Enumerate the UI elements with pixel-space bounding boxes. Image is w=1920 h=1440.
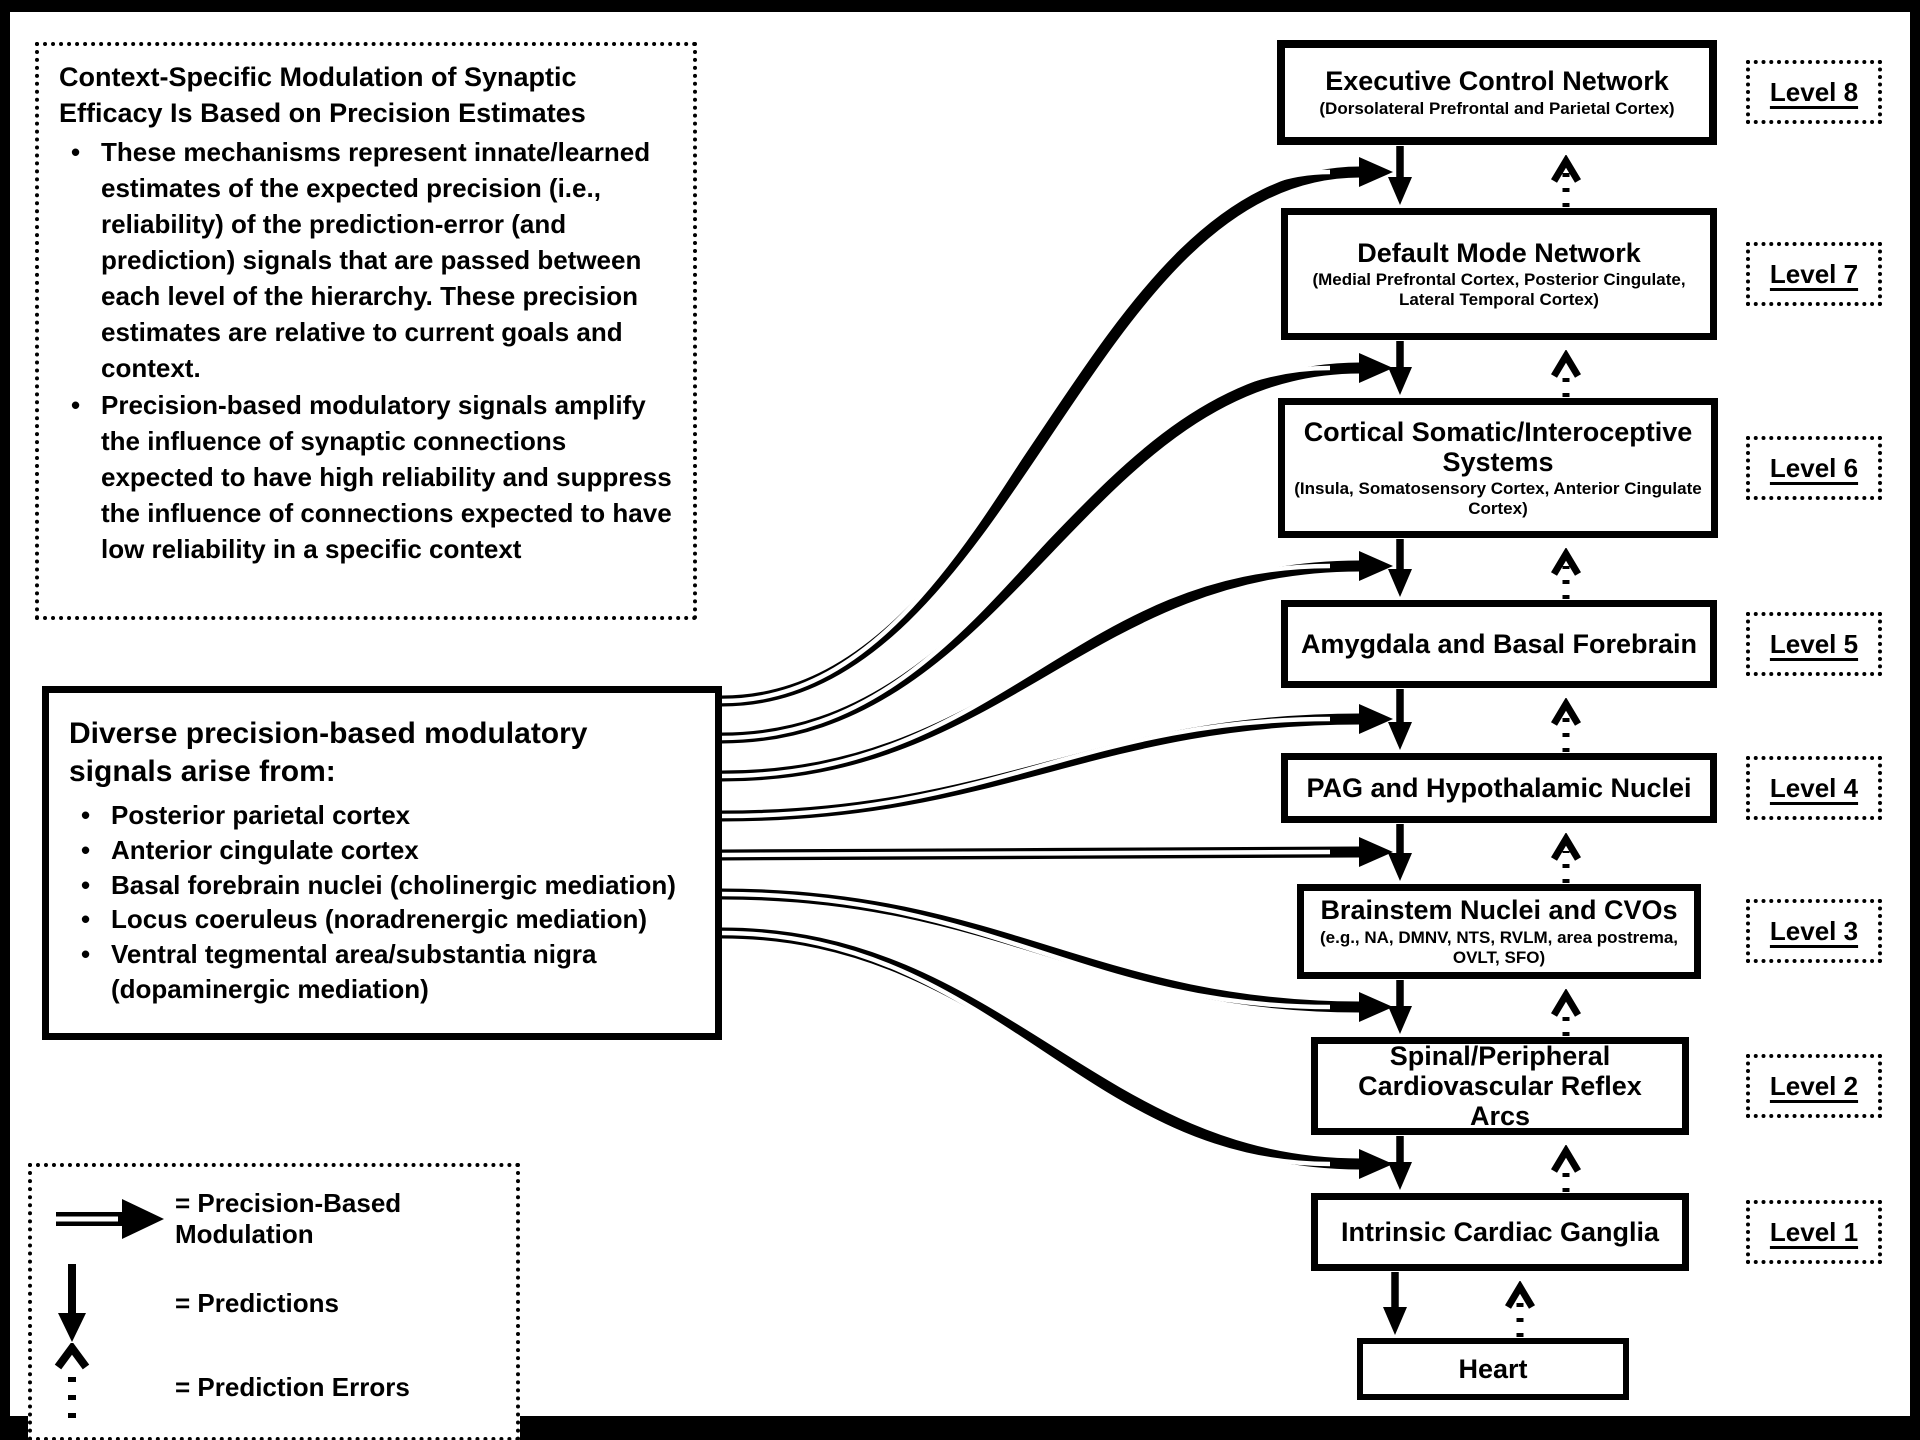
legend-item: = Predictions <box>50 1261 506 1345</box>
level-3-label: Level 3 <box>1746 899 1882 963</box>
level-3-title: Brainstem Nuclei and CVOs <box>1320 895 1678 926</box>
level-1-box: Intrinsic Cardiac Ganglia <box>1311 1193 1689 1271</box>
level-2-box: Spinal/Peripheral Cardiovascular Reflex … <box>1311 1037 1689 1135</box>
source-item: Locus coeruleus (noradrenergic mediation… <box>69 902 699 937</box>
legend-panel: = Precision-Based Modulation = Predictio… <box>28 1163 520 1440</box>
precision-modulation-arrow-cores <box>721 169 1331 1167</box>
heart-box: Heart <box>1357 1338 1629 1400</box>
prediction-error-arrows <box>1520 173 1566 1337</box>
legend-label: = Prediction Errors <box>175 1371 410 1402</box>
legend-item: = Precision-Based Modulation <box>50 1177 506 1261</box>
level-8-subtitle: (Dorsolateral Prefrontal and Parietal Co… <box>1319 98 1675 118</box>
level-7-label: Level 7 <box>1746 242 1882 306</box>
legend-item: = Prediction Errors <box>50 1343 506 1431</box>
level-5-box: Amygdala and Basal Forebrain <box>1281 600 1717 688</box>
context-panel-title: Context-Specific Modulation of Synaptic … <box>59 62 586 128</box>
prediction-arrows <box>1383 146 1412 1335</box>
legend-label: = Predictions <box>175 1287 339 1318</box>
level-8-title: Executive Control Network <box>1325 66 1669 97</box>
heart-title: Heart <box>1458 1353 1528 1384</box>
level-6-box: Cortical Somatic/Interoceptive Systems (… <box>1278 398 1718 538</box>
level-1-label: Level 1 <box>1746 1200 1882 1264</box>
context-modulation-panel: Context-Specific Modulation of Synaptic … <box>35 42 697 620</box>
context-panel-bullets: These mechanisms represent innate/learne… <box>59 135 673 568</box>
context-bullet: Precision-based modulatory signals ampli… <box>59 388 673 567</box>
legend-label: = Precision-Based Modulation <box>175 1188 402 1249</box>
source-item: Ventral tegmental area/substantia nigra … <box>69 937 699 1007</box>
sources-panel-title: Diverse precision-based modulatory signa… <box>69 717 588 788</box>
level-6-title: Cortical Somatic/Interoceptive Systems <box>1303 416 1693 477</box>
level-8-box: Executive Control Network (Dorsolateral … <box>1277 40 1717 145</box>
prediction-errors-arrow-icon <box>50 1343 175 1431</box>
level-6-subtitle: (Insula, Somatosensory Cortex, Anterior … <box>1294 479 1702 519</box>
level-5-title: Amygdala and Basal Forebrain <box>1300 628 1698 659</box>
modulatory-sources-panel: Diverse precision-based modulatory signa… <box>42 686 722 1040</box>
level-4-label: Level 4 <box>1746 756 1882 820</box>
sources-panel-bullets: Posterior parietal cortex Anterior cingu… <box>69 798 699 1007</box>
level-4-title: PAG and Hypothalamic Nuclei <box>1306 772 1692 803</box>
source-item: Posterior parietal cortex <box>69 798 699 833</box>
level-2-title: Spinal/Peripheral Cardiovascular Reflex … <box>1358 1040 1642 1132</box>
level-7-title: Default Mode Network <box>1357 237 1641 268</box>
precision-modulation-arrow-icon <box>50 1194 175 1244</box>
level-2-label: Level 2 <box>1746 1054 1882 1118</box>
level-7-box: Default Mode Network (Medial Prefrontal … <box>1281 208 1717 340</box>
source-item: Basal forebrain nuclei (cholinergic medi… <box>69 868 699 903</box>
level-1-title: Intrinsic Cardiac Ganglia <box>1340 1216 1660 1247</box>
level-8-label: Level 8 <box>1746 60 1882 124</box>
level-5-label: Level 5 <box>1746 612 1882 676</box>
level-3-box: Brainstem Nuclei and CVOs (e.g., NA, DMN… <box>1297 884 1701 979</box>
level-6-label: Level 6 <box>1746 436 1882 500</box>
context-bullet: These mechanisms represent innate/learne… <box>59 135 673 386</box>
level-7-subtitle: (Medial Prefrontal Cortex, Posterior Cin… <box>1312 270 1686 310</box>
level-3-subtitle: (e.g., NA, DMNV, NTS, RVLM, area postrem… <box>1319 927 1679 967</box>
source-item: Anterior cingulate cortex <box>69 833 699 868</box>
predictions-arrow-icon <box>50 1261 175 1345</box>
level-4-box: PAG and Hypothalamic Nuclei <box>1281 753 1717 823</box>
